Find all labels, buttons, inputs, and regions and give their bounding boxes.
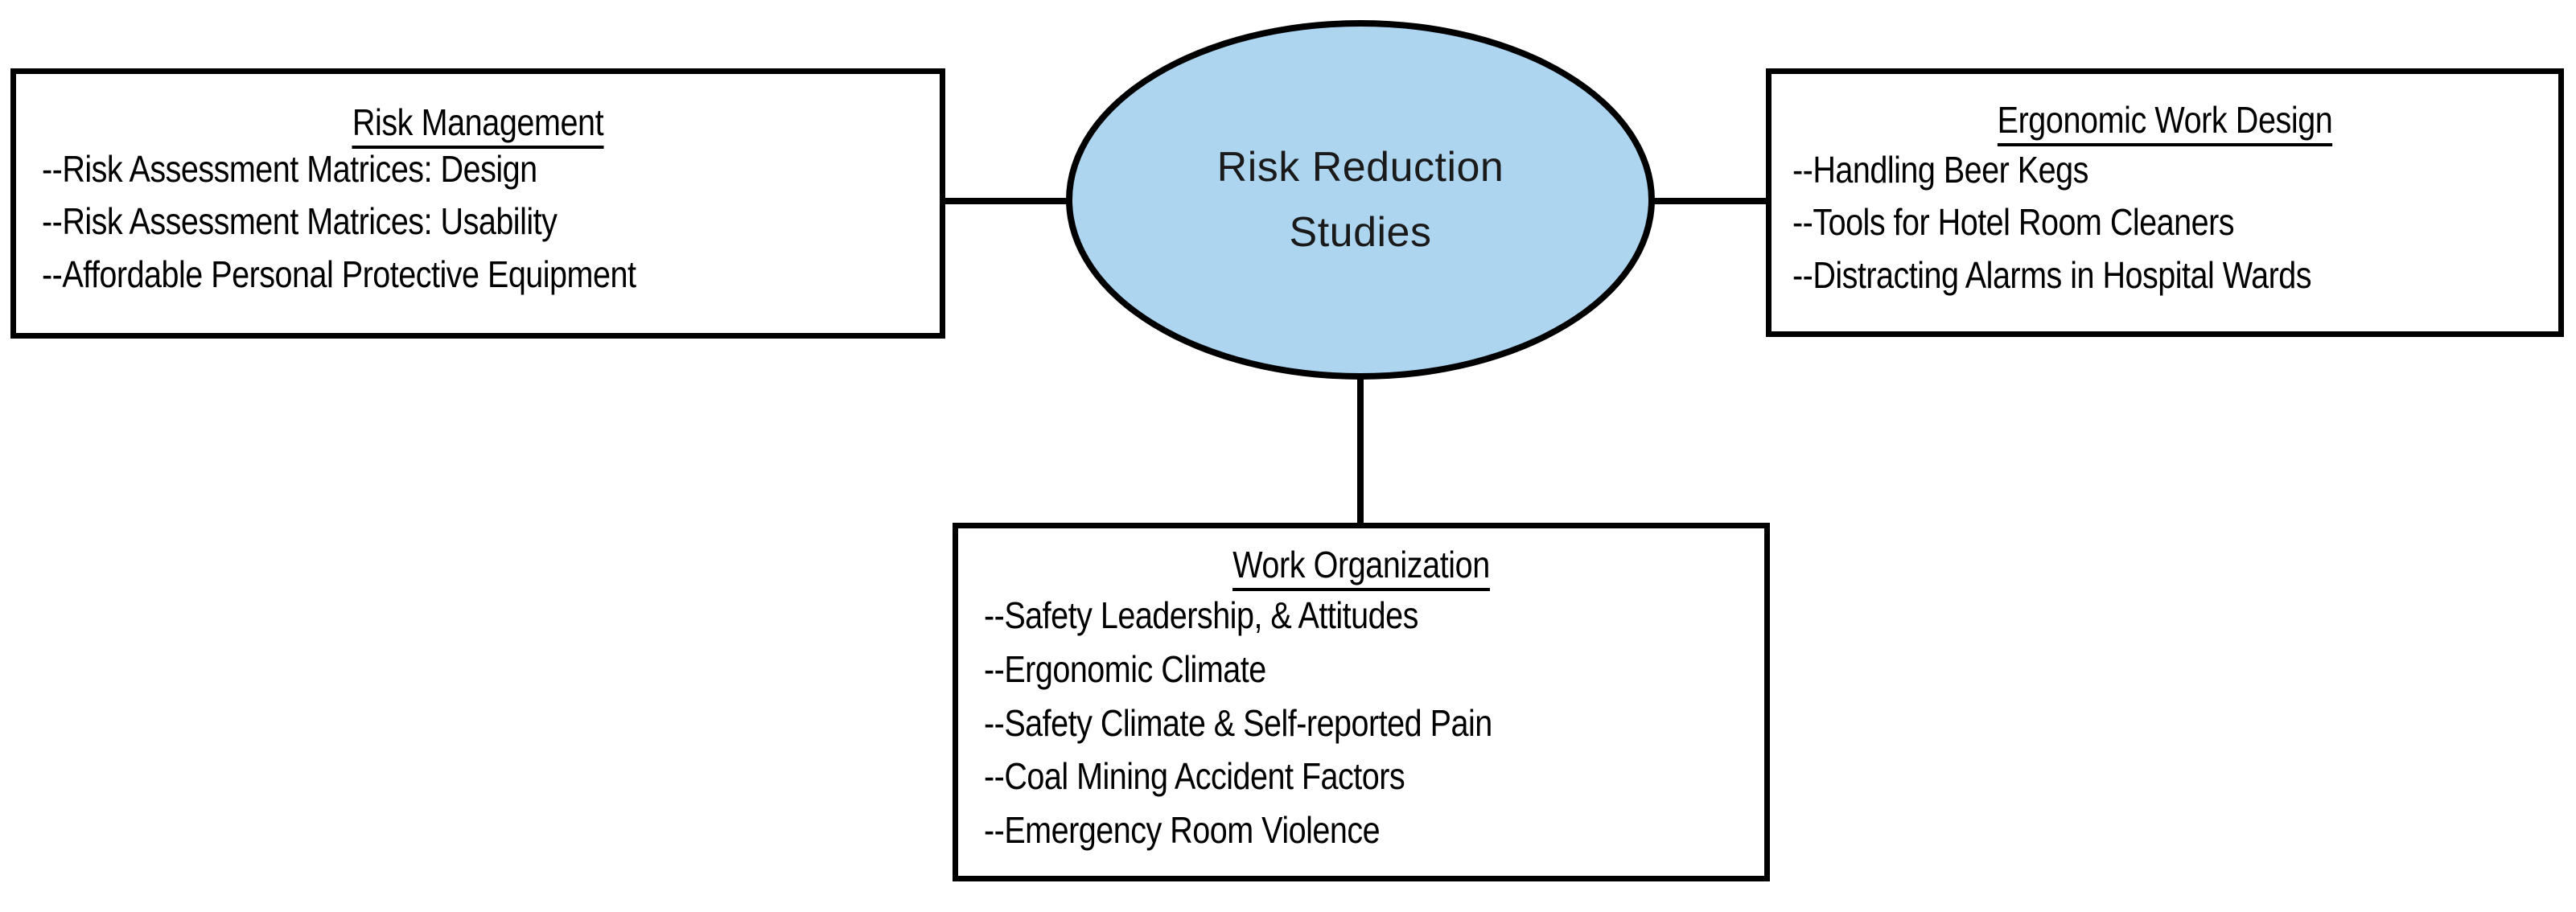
connector-center-to-work-organization	[1357, 375, 1364, 528]
node-center-ellipse[interactable]: Risk Reduction Studies	[1066, 20, 1655, 380]
list-item: --Emergency Room Violence	[984, 809, 1381, 852]
center-label-line-2: Studies	[1289, 208, 1432, 256]
node-list-ergonomic-work-design: --Handling Beer Kegs --Tools for Hotel R…	[1780, 144, 2550, 302]
list-item: --Coal Mining Accident Factors	[984, 755, 1405, 798]
node-list-work-organization: --Safety Leadership, & Attitudes --Ergon…	[966, 589, 1756, 857]
list-item: --Affordable Personal Protective Equipme…	[42, 253, 636, 295]
list-item: --Ergonomic Climate	[984, 648, 1266, 691]
list-item: --Risk Assessment Matrices: Usability	[42, 200, 558, 243]
node-title-ergonomic-work-design: Ergonomic Work Design	[1833, 98, 2496, 146]
node-list-risk-management: --Risk Assessment Matrices: Design --Ris…	[24, 143, 932, 301]
center-label-line-1: Risk Reduction	[1216, 143, 1504, 191]
node-box-risk-management[interactable]: Risk Management --Risk Assessment Matric…	[10, 68, 945, 339]
node-title-risk-management: Risk Management	[88, 101, 868, 149]
list-item: --Distracting Alarms in Hospital Wards	[1792, 253, 2312, 296]
connector-center-to-risk-management	[942, 198, 1069, 204]
node-title-text: Risk Management	[352, 101, 604, 149]
node-title-text: Work Organization	[1232, 544, 1490, 592]
node-title-work-organization: Work Organization	[1022, 544, 1702, 592]
list-item: --Risk Assessment Matrices: Design	[42, 148, 537, 191]
list-item: --Tools for Hotel Room Cleaners	[1792, 201, 2235, 244]
center-label: Risk Reduction Studies	[1217, 135, 1504, 265]
node-box-work-organization[interactable]: Work Organization --Safety Leadership, &…	[953, 523, 1770, 881]
node-box-ergonomic-work-design[interactable]: Ergonomic Work Design --Handling Beer Ke…	[1766, 68, 2564, 337]
node-title-text: Ergonomic Work Design	[1997, 98, 2333, 146]
list-item: --Safety Leadership, & Attitudes	[984, 594, 1418, 637]
list-item: --Safety Climate & Self-reported Pain	[984, 701, 1492, 744]
connector-center-to-ergonomic-work-design	[1652, 198, 1769, 204]
list-item: --Handling Beer Kegs	[1792, 149, 2088, 191]
